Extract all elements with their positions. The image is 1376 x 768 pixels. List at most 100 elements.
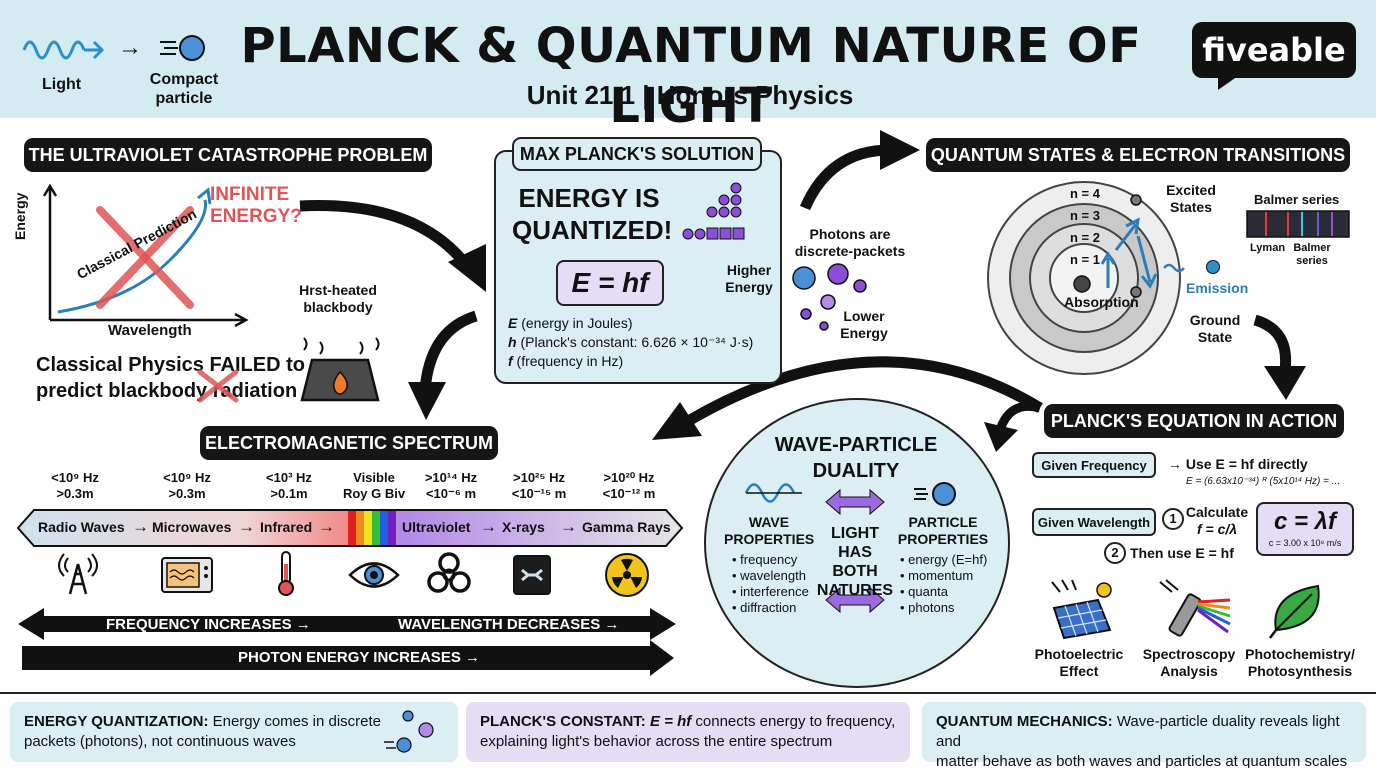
header-band	[0, 0, 1376, 118]
photon-icon	[160, 35, 205, 61]
range-xray: >10²⁵ Hz<10⁻¹⁵ m	[511, 470, 567, 501]
quantum-heading: QUANTUM STATES & ELECTRON TRANSITIONS	[926, 138, 1350, 172]
double-arrow-bottom-icon	[825, 586, 885, 614]
band-radio: Radio Waves	[38, 519, 125, 535]
sine-wave-icon	[744, 483, 802, 503]
footer-quantum-mechanics: QUANTUM MECHANICS: Wave-particle duality…	[922, 702, 1366, 768]
list-item: diffraction	[732, 600, 809, 616]
given-wavelength-box: Given Wavelength	[1032, 508, 1156, 536]
list-item: photons	[900, 600, 987, 616]
footer-particles-icon	[384, 710, 434, 753]
radio-tower-icon	[58, 553, 98, 595]
failed-cross-icon	[197, 369, 239, 403]
c-equation: c = λf	[1273, 508, 1337, 535]
step1-text: Calculate f = c/λ	[1185, 504, 1249, 537]
planck-heading: MAX PLANCK'S SOLUTION	[512, 137, 762, 171]
list-item: quanta	[900, 584, 987, 600]
planck-equation: E = hf	[571, 267, 649, 298]
blackbody-label: Hrst-heated blackbody	[299, 282, 377, 315]
quanta-dots-icon	[682, 182, 745, 240]
footer-divider	[0, 692, 1376, 694]
blackbody-icon	[300, 337, 380, 402]
band-arrow-5: →	[560, 517, 577, 536]
frequency-calc: E = (6.63x10⁻³⁴) ᴿ (5x10¹⁴ Hz) = ...	[1186, 476, 1341, 487]
light-both-natures: LIGHT HAS BOTH NATURES	[816, 525, 894, 599]
flow-arrows	[299, 130, 1306, 452]
page-subtitle: Unit 21.1 | Honors Physics	[526, 80, 854, 110]
lyman-label: Lyman	[1250, 242, 1286, 254]
infinite-energy-label: INFINITE ENERGY?	[210, 184, 302, 227]
photoelectric-label: Photoelectric Effect	[1034, 646, 1124, 679]
balmer-series-label: Balmer series	[1293, 242, 1331, 267]
band-arrow-4: →	[480, 517, 497, 536]
emission-label: Emission	[1186, 280, 1249, 296]
duality-title: WAVE-PARTICLE DUALITY	[774, 434, 938, 482]
wave-properties-title: WAVE PROPERTIES	[724, 514, 815, 547]
ground-state-label: Ground State	[1189, 312, 1241, 345]
list-item: frequency	[732, 552, 809, 568]
given-frequency-box: Given Frequency	[1032, 452, 1156, 478]
spectroscopy-label: Spectroscopy Analysis	[1142, 646, 1236, 679]
particle-label: Compact particle	[149, 71, 219, 107]
wave-properties-list: frequency wavelength interference diffra…	[732, 552, 809, 616]
level-n3: n = 3	[1070, 208, 1100, 223]
spectrum-heading: ELECTROMAGNETIC SPECTRUM	[200, 426, 498, 460]
c-value: c = 3.00 x 10⁸ m/s	[1268, 538, 1342, 548]
particle-properties-list: energy (E=hf) momentum quanta photons	[900, 552, 987, 616]
band-xrays: X-rays	[502, 519, 545, 535]
wavelength-decreases-label: WAVELENGTH DECREASES →	[398, 616, 620, 633]
band-gamma: Gamma Rays	[582, 519, 671, 535]
radiation-icon	[605, 553, 649, 597]
particle-dot-icon	[914, 482, 956, 506]
uv-x-axis: Wavelength	[108, 322, 192, 339]
band-uv: Ultraviolet	[402, 519, 471, 535]
frequency-increases-label: FREQUENCY INCREASES →	[106, 616, 311, 633]
range-uv: >10¹⁴ Hz<10⁻⁶ m	[424, 470, 478, 501]
energy-increases-label: PHOTON ENERGY INCREASES →	[238, 649, 480, 666]
list-item: momentum	[900, 568, 987, 584]
list-item: energy (E=hf)	[900, 552, 987, 568]
band-arrow-3: →	[318, 517, 335, 536]
double-arrow-top-icon	[825, 488, 885, 516]
c-equation-box: c = λf c = 3.00 x 10⁸ m/s	[1256, 502, 1354, 556]
footer-energy-quantization: ENERGY QUANTIZATION: Energy comes in dis…	[10, 702, 458, 762]
list-item: wavelength	[732, 568, 809, 584]
spectrum-band-labels: Radio Waves → Microwaves → Infrared → Ul…	[14, 508, 686, 548]
spectrum-ranges: <10⁹ Hz>0.3m <10⁹ Hz>0.3m <10³ Hz>0.1m V…	[18, 470, 680, 506]
uv-heading: THE ULTRAVIOLET CATASTROPHE PROBLEM	[24, 138, 432, 172]
logo-text: fiveable	[1202, 31, 1346, 69]
range-gamma: >10²⁰ Hz<10⁻¹² m	[602, 470, 656, 501]
photochemistry-label: Photochemistry/ Photosynthesis	[1245, 646, 1355, 679]
atom-diagram	[987, 181, 1185, 375]
emission-photon-icon	[1206, 260, 1220, 274]
range-radio: <10⁹ Hz>0.3m	[51, 470, 99, 501]
level-n4: n = 4	[1070, 186, 1100, 201]
lower-energy-label: Lower Energy	[840, 308, 888, 341]
duality-circle	[704, 398, 1010, 688]
balmer-title: Balmer series	[1254, 192, 1340, 207]
leaf-icon	[1269, 584, 1320, 639]
particle-properties-title: PARTICLE PROPERTIES	[897, 514, 989, 547]
band-arrow-2: →	[238, 517, 255, 536]
header-arrow: →	[118, 34, 142, 61]
band-micro: Microwaves	[152, 519, 232, 535]
logo-tail	[1218, 76, 1238, 90]
range-infrared: <10³ Hz>0.1m	[266, 470, 312, 501]
wave-icon	[22, 40, 105, 60]
spectrum-direction-arrows	[18, 608, 676, 676]
band-infrared: Infrared	[260, 519, 313, 535]
level-n2: n = 2	[1070, 230, 1100, 245]
step2-text: Then use E = hf	[1130, 545, 1234, 561]
footer-plancks-constant: PLANCK'S CONSTANT: E = hf connects energ…	[466, 702, 910, 762]
spectrum-lines-icon	[1246, 210, 1350, 238]
planck-definitions: E (energy in Joules) h (Planck's constan…	[508, 315, 754, 369]
microwave-icon	[161, 557, 213, 593]
band-arrow-1: →	[132, 517, 149, 536]
spectrum-band	[16, 509, 684, 547]
thermometer-icon	[278, 551, 294, 596]
photon-packets-icon	[792, 263, 867, 331]
step2-badge: 2	[1104, 542, 1126, 564]
fiveable-logo: fiveable	[1192, 22, 1356, 78]
eye-icon	[348, 562, 400, 588]
